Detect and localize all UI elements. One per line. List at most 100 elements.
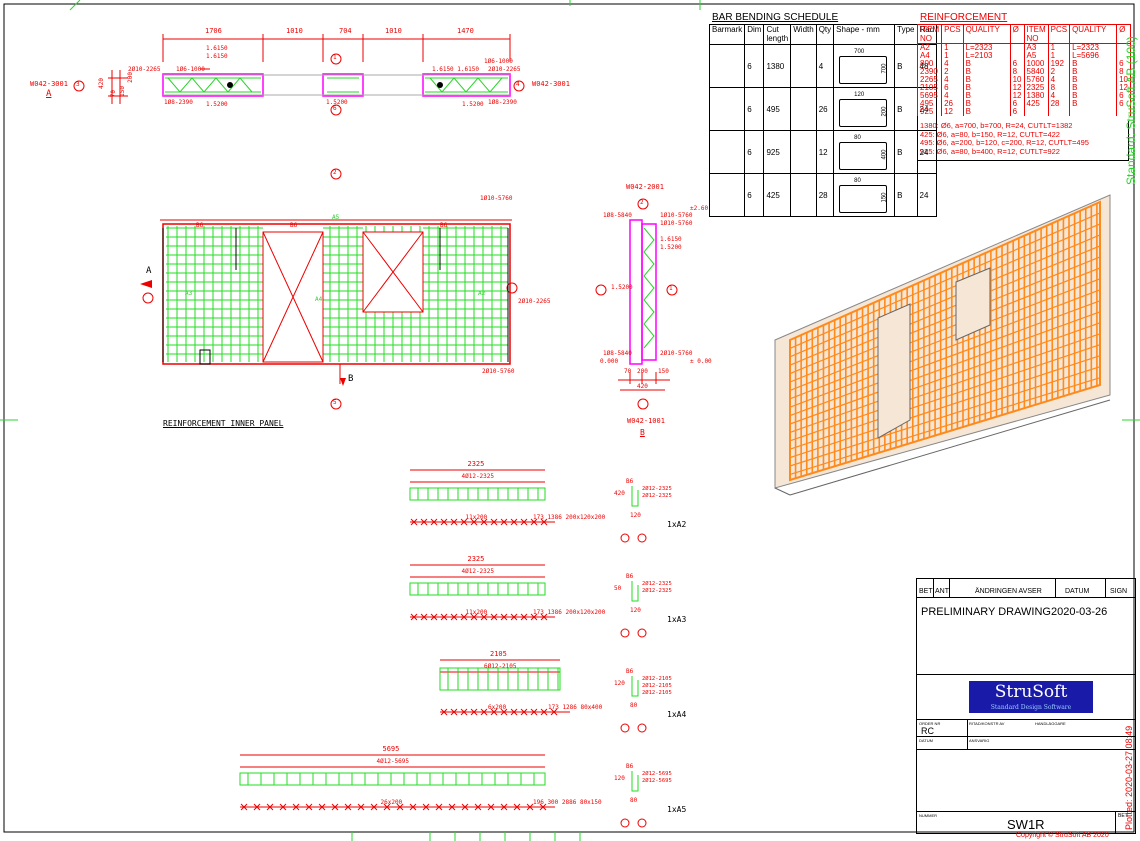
bar-mark: 2Ø12-2325 — [642, 581, 672, 587]
bbs-cell: 925 — [763, 130, 792, 174]
reinf-cell: 1 — [1047, 52, 1071, 60]
reinf-title: REINFORCEMENT — [920, 12, 1008, 23]
bar-spacing: 6x200 — [488, 704, 507, 711]
reinf-cell: 6 — [1116, 92, 1131, 100]
bbs-cell — [708, 173, 746, 217]
reinf-cell: 4 — [941, 92, 964, 100]
view-b-marker: B — [348, 374, 354, 384]
reinf-cell: 6 — [1116, 100, 1131, 108]
reinf-cell: B — [1069, 68, 1118, 76]
reinf-cell: 8 — [1116, 68, 1131, 76]
bbs-cell — [790, 130, 817, 174]
bbs-cell: 4 — [815, 44, 835, 88]
inner-panel-elevation — [140, 168, 518, 410]
bar-mark: 2Ø12-2105 — [642, 683, 672, 689]
bar-mark: 2Ø12-2325 — [642, 486, 672, 492]
bbs-header: Cut length — [763, 24, 792, 45]
bbs-cell: 495 — [763, 87, 792, 131]
sec-label-1: 1Ø10-5760 — [660, 212, 693, 219]
rev-header: ÄNDRINGEN AVSER — [975, 588, 1042, 595]
dim-5: 1470 — [457, 27, 474, 35]
sec-label-13: 200 — [637, 368, 648, 375]
isometric-3d-view — [774, 194, 1111, 496]
bbs-shape-side: 150 — [881, 192, 888, 203]
plan-view-a — [73, 34, 525, 116]
reinf-note: 495: Ø6, a=200, b=120, c=200, R=12, CUTL… — [920, 138, 1089, 147]
bbs-shape-top: 700 — [854, 49, 865, 55]
dim-4: 1010 — [385, 27, 402, 35]
bbs-cell — [790, 44, 817, 88]
reinf-cell: B — [962, 108, 1011, 116]
bar-label-6: 1Ø8-2390 — [488, 99, 517, 106]
strusoft-logo-sub: Standard Design Software — [969, 703, 1093, 713]
bbs-cell: 12 — [815, 130, 835, 174]
wall-label-bottom: W042-1001 — [627, 417, 665, 425]
reinf-cell: 26 — [941, 100, 964, 108]
wall-label-top: W042-2001 — [626, 183, 664, 191]
bar-spacing: 11x200 — [465, 514, 488, 521]
bar-tail-dims: 173 1386 200x120x200 — [533, 609, 606, 616]
sec-label-15: 420 — [637, 383, 648, 390]
bar-quantity: 1xA3 — [667, 615, 687, 624]
panel-label-1: 1Ø10-5760 — [480, 195, 513, 202]
bbs-shape — [839, 99, 888, 127]
bar-length: 2325 — [467, 555, 485, 563]
bar-vert-dim: 420 — [614, 490, 625, 497]
bar-quantity: 1xA2 — [667, 520, 687, 529]
elev-3: 1.5200 — [206, 101, 228, 108]
reinf-cell: B — [962, 100, 1011, 108]
reinf-cell: 1 — [941, 43, 964, 52]
bar-tag: B6 — [626, 478, 634, 485]
sec-label-11: ± 0.00 — [690, 358, 712, 365]
reinf-cell — [1116, 52, 1131, 60]
reinf-cell: 4 — [1047, 76, 1071, 84]
panel-label-6: B6 — [196, 222, 204, 229]
reinf-cell: 6 — [941, 84, 964, 92]
reinf-cell: 6 — [1009, 108, 1025, 116]
reinf-cell: B — [962, 68, 1011, 76]
bar-tag: B6 — [626, 668, 634, 675]
panel-label-10: A2 — [478, 290, 486, 297]
bar-label-3: 1Ø8-2390 — [164, 99, 193, 106]
reinf-note: 1380: Ø6, a=700, b=700, R=24, CUTLT=1382 — [920, 121, 1073, 130]
reinf-cell: 1 — [941, 52, 964, 60]
bbs-shape-side: 400 — [881, 149, 888, 160]
section-mark-2: 2 — [333, 169, 337, 176]
elev-4: 1.5200 — [326, 99, 348, 106]
bar-small-dim: 120 — [630, 512, 641, 519]
reinf-cell: 12 — [1116, 84, 1131, 92]
bbs-header: Type — [894, 24, 918, 45]
reinf-note: 425: Ø6, a=80, b=150, R=12, CUTLT=422 — [920, 129, 1060, 139]
reinf-header: Ø — [1009, 24, 1025, 44]
reinf-header: ITEM NO — [1023, 24, 1049, 44]
bbs-cell: 6 — [744, 130, 765, 174]
elev-5: 1.5200 — [462, 101, 484, 108]
sec-label-17: 1 — [669, 285, 673, 292]
sec-label-4: 1Ø8-5840 — [603, 350, 632, 357]
reinf-cell: 192 — [1047, 60, 1071, 68]
reinf-cell — [1047, 108, 1071, 116]
standard-side-text: Standard: StruSoft AB (100) — [1124, 36, 1138, 185]
wall-label-left: W042-3001 — [30, 80, 68, 88]
field-label: NUMMER — [919, 813, 937, 818]
field-label: DATUM — [919, 738, 933, 743]
bbs-cell: 1380 — [763, 44, 792, 88]
bar-small-dim: 80 — [630, 797, 638, 804]
bbs-shape — [839, 56, 888, 84]
field-label: RITAD/KONSTR AV — [969, 721, 1005, 726]
reinf-cell: 2 — [941, 68, 964, 76]
bar-mark: 2Ø12-2105 — [642, 690, 672, 696]
bbs-shape — [839, 185, 888, 213]
bbs-header: Shape - mm — [833, 24, 896, 45]
panel-label-3: A4 — [315, 296, 323, 303]
